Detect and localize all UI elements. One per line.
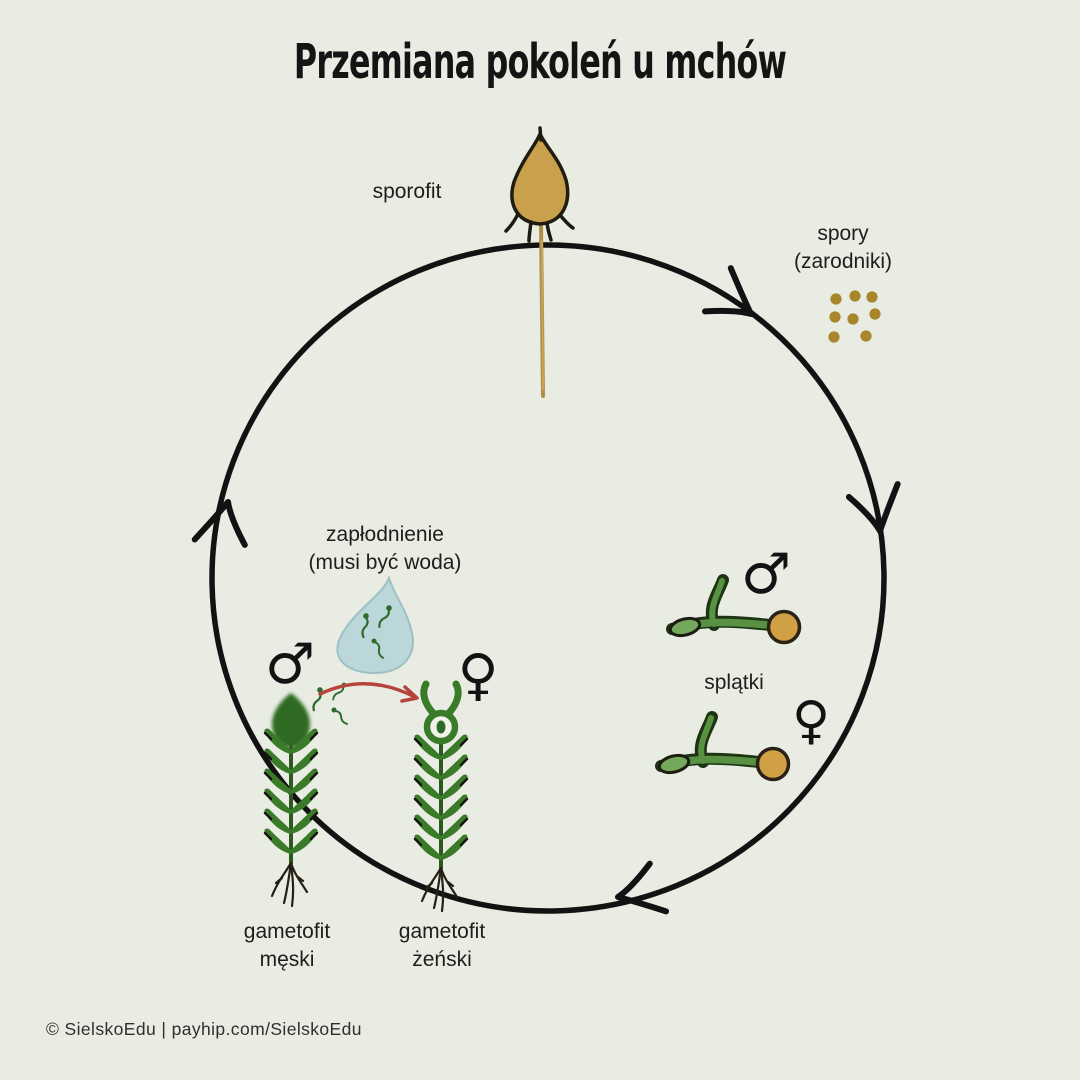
protonema-female-illustration bbox=[658, 717, 789, 780]
label-zaplodnienie-line2: (musi być woda) bbox=[308, 551, 462, 574]
label-gametofit-meski-line1: gametofit bbox=[243, 920, 331, 943]
male-symbol-gametophyte: ♂ bbox=[264, 632, 316, 697]
label-zaplodnienie: zapłodnienie (musi być woda) bbox=[309, 521, 462, 577]
label-zaplodnienie-line1: zapłodnienie bbox=[326, 523, 444, 546]
male-gametophyte-illustration bbox=[263, 693, 319, 908]
female-gametophyte-illustration bbox=[413, 680, 469, 913]
cycle-arrowhead-left bbox=[195, 497, 254, 551]
label-gametofit-zenski-line2: żeński bbox=[412, 948, 472, 971]
label-spory: spory (zarodniki) bbox=[794, 220, 892, 276]
label-gametofit-meski-line2: męski bbox=[259, 948, 315, 971]
page-title: Przemiana pokoleń u mchów bbox=[293, 34, 787, 91]
label-spory-line2: (zarodniki) bbox=[793, 250, 893, 273]
label-gametofit-meski: gametofit męski bbox=[244, 918, 330, 974]
label-splatki-text: splątki bbox=[704, 671, 764, 694]
label-gametofit-zenski: gametofit żeński bbox=[399, 918, 485, 974]
label-spory-line1: spory bbox=[817, 222, 869, 245]
label-sporofit-text: sporofit bbox=[372, 180, 442, 203]
male-symbol-protonema: ♂ bbox=[740, 542, 792, 607]
label-splatki: splątki bbox=[704, 669, 764, 697]
fertilization-arrow bbox=[318, 681, 419, 703]
female-symbol-gametophyte: ♀ bbox=[457, 643, 499, 708]
label-gametofit-zenski-line1: gametofit bbox=[398, 920, 486, 943]
female-symbol-protonema: ♀ bbox=[791, 691, 831, 751]
sporophyte-illustration bbox=[504, 126, 575, 398]
footer-credit: © SielskoEdu | payhip.com/SielskoEdu bbox=[46, 1019, 362, 1039]
water-drop-illustration bbox=[336, 574, 414, 675]
label-sporofit: sporofit bbox=[373, 178, 442, 206]
spore-dots bbox=[828, 290, 881, 343]
